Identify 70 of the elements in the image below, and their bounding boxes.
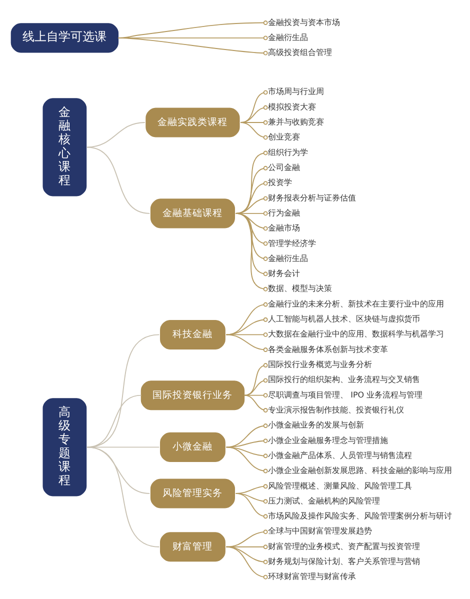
- node-text: 市场周与行业周: [268, 86, 324, 96]
- node-box: 高级专题课程: [42, 398, 87, 496]
- node-text: 高级投资组合管理: [268, 48, 332, 57]
- node-text: 小微企业金融创新发展思路、科技金融的影响与应用: [268, 466, 452, 475]
- node-text: 投资学: [268, 178, 292, 187]
- node-box: 金融核心课程: [42, 98, 87, 196]
- node-text: 小微金融业务的发展与创新: [268, 420, 364, 430]
- node-text: 大数据在金融行业中的应用、数据科学与机器学习: [268, 329, 444, 338]
- node-text: 小微金融产品体系、人员管理与销售流程: [268, 450, 412, 460]
- node-text: 尽职调查与项目管理、 IPO 业务流程与管理: [268, 390, 423, 399]
- node-box: 小微金融: [160, 432, 226, 462]
- node-text: 风险管理概述、测量风险、风险管理工具: [268, 480, 412, 490]
- node-text: 管理学经济学: [268, 238, 316, 248]
- connector: [244, 378, 268, 396]
- node-text: 环球财富管理与财富传承: [268, 572, 356, 581]
- node-text: 压力测试、金融机构的风险管理: [268, 496, 380, 505]
- connector: [226, 316, 268, 335]
- connector: [226, 546, 268, 579]
- node-text: 金融投资与资本市场: [268, 17, 340, 26]
- node-box: 风险管理实务: [150, 478, 235, 508]
- node-box: 科技金融: [160, 319, 226, 349]
- connector: [235, 492, 268, 518]
- node-text: 组织行为学: [268, 147, 308, 156]
- connector: [86, 146, 150, 214]
- node-text: 财务会计: [268, 268, 300, 278]
- connector: [86, 446, 160, 547]
- connector: [86, 334, 160, 448]
- connector: [86, 122, 146, 148]
- connector: [86, 446, 160, 448]
- node-text: 模拟投资大赛: [268, 102, 316, 111]
- node-text: 国际投行的组织架构、业务流程与交叉销售: [268, 374, 420, 384]
- node-text: 财务报表分析与证券估值: [268, 192, 356, 202]
- node-text: 国际投行业务概览与业务分析: [268, 360, 372, 369]
- connector: [226, 334, 268, 352]
- node-text: 行为金融: [268, 208, 300, 217]
- connector: [226, 438, 268, 448]
- node-text: 小微企业金融服务理念与管理措施: [268, 435, 388, 444]
- connector: [226, 423, 268, 448]
- node-text: 金融衍生品: [268, 32, 308, 42]
- node-text: 专业演示报告制作技能、投资银行礼仪: [268, 404, 404, 414]
- connector: [235, 180, 268, 214]
- node-text: 人工智能与机器人技术、区块链与虚拟货币: [268, 314, 420, 324]
- connector: [244, 394, 268, 412]
- node-text: 创业竞赛: [268, 132, 300, 142]
- connector: [226, 446, 268, 473]
- connector: [244, 362, 268, 396]
- node-text: 全球与中国财富管理发展趋势: [268, 526, 372, 536]
- connector: [235, 165, 268, 214]
- node-text: 财务规划与保险计划、客户关系管理与营销: [268, 556, 420, 566]
- node-text: 兼并与收购竞赛: [268, 116, 324, 126]
- node-text: 财富管理的业务模式、资产配置与投资管理: [268, 541, 420, 550]
- connector: [118, 36, 268, 55]
- node-text: 公司金融: [268, 162, 300, 172]
- node-text: 金融行业的未来分析、新技术在主要行业中的应用: [268, 298, 444, 308]
- node-box: 财富管理: [160, 532, 226, 562]
- node-text: 金融市场: [268, 223, 300, 232]
- connector: [240, 122, 268, 140]
- connector: [240, 90, 268, 122]
- node-box: 金融实践类课程: [146, 107, 240, 137]
- connector: [235, 150, 268, 214]
- connector: [226, 332, 268, 336]
- node-text: 金融衍生品: [268, 253, 308, 262]
- node-text: 各类金融服务体系创新与技术变革: [268, 344, 388, 354]
- node-box: 线上自学可选课: [10, 22, 119, 52]
- connector: [235, 212, 268, 291]
- node-box: 金融基础课程: [150, 198, 235, 228]
- node-text: 数据、模型与决策: [268, 284, 332, 293]
- node-text: 市场风险及操作风险实务、风险管理案例分析与研讨: [268, 511, 452, 520]
- node-box: 国际投资银行业务: [140, 380, 245, 410]
- connector: [226, 302, 268, 335]
